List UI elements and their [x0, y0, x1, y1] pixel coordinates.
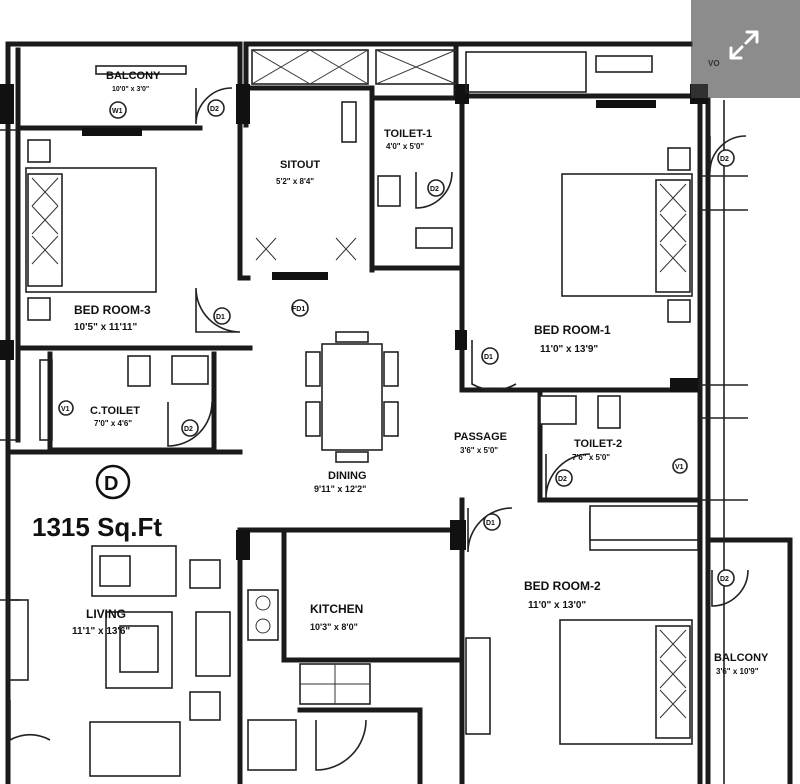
living-size: 11'1" x 13'6" [72, 626, 130, 637]
sitout-size: 5'2" x 8'4" [276, 177, 314, 186]
balcony-top-size: 10'0" x 3'0" [112, 86, 149, 93]
toilet-2-size: 7'6" x 5'0" [572, 453, 610, 462]
kitchen-size: 10'3" x 8'0" [310, 622, 358, 632]
balcony-right-name: BALCONY [714, 652, 769, 664]
bed-room-2-name: BED ROOM-2 [524, 579, 601, 593]
total-area: 1315 Sq.Ft [32, 512, 162, 542]
shafts [95, 49, 699, 551]
svg-text:W1: W1 [112, 108, 123, 115]
kitchen-fixtures [247, 589, 371, 771]
bed-room-1-size: 11'0" x 13'9" [540, 344, 598, 355]
kitchen-name: KITCHEN [310, 602, 363, 616]
dining-name: DINING [328, 470, 367, 482]
bed-room-3-furniture [25, 139, 157, 321]
svg-text:V1: V1 [61, 406, 70, 413]
room-labels: BALCONY 10'0" x 3'0" SITOUT 5'2" x 8'4" … [72, 59, 769, 676]
toilet-1-size: 4'0" x 5'0" [386, 142, 424, 151]
living-furniture [89, 545, 231, 777]
bed-room-1-name: BED ROOM-1 [534, 323, 611, 337]
toilet-2-name: TOILET-2 [574, 438, 622, 450]
bed-room-3-size: 10'5" x 11'11" [74, 322, 137, 333]
svg-text:D1: D1 [216, 314, 225, 321]
doors [9, 87, 749, 771]
svg-text:D2: D2 [184, 426, 193, 433]
svg-text:D1: D1 [484, 354, 493, 361]
svg-text:D2: D2 [430, 186, 439, 193]
columns [0, 84, 708, 560]
svg-text:D2: D2 [210, 106, 219, 113]
exterior-strips [0, 100, 748, 784]
bed-room-1-furniture [561, 55, 693, 323]
passage-size: 3'6" x 5'0" [460, 446, 498, 455]
svg-text:D2: D2 [720, 156, 729, 163]
sitout-name: SITOUT [280, 159, 320, 171]
door-tags: D2 W1 D1 FD1 D2 D1 D2 V1 D2 D1 V1 D2 D2 [58, 99, 735, 587]
unit-code: D [104, 473, 118, 495]
living-name: LIVING [86, 607, 126, 621]
svg-text:D1: D1 [486, 520, 495, 527]
svg-text:D2: D2 [720, 576, 729, 583]
bed-room-2-size: 11'0" x 13'0" [528, 600, 586, 611]
c-toilet-size: 7'0" x 4'6" [94, 419, 132, 428]
balcony-right-size: 3'6" x 10'9" [716, 667, 759, 676]
bed-room-2-furniture [465, 505, 699, 745]
expand-button[interactable] [691, 0, 800, 98]
walls [5, 41, 793, 784]
svg-text:V1: V1 [675, 464, 684, 471]
unit-marker: D [95, 464, 131, 500]
svg-text:FD1: FD1 [292, 306, 305, 313]
c-toilet-name: C.TOILET [90, 405, 140, 417]
svg-text:D2: D2 [558, 476, 567, 483]
dining-size: 9'11" x 12'2" [314, 484, 366, 494]
toilet-1-name: TOILET-1 [384, 128, 432, 140]
passage-name: PASSAGE [454, 431, 507, 443]
balcony-top-name: BALCONY [106, 70, 161, 82]
dining-set [305, 331, 399, 463]
toilet-fixtures [127, 101, 621, 429]
expand-arrows-icon [729, 30, 759, 60]
bed-room-3-name: BED ROOM-3 [74, 303, 151, 317]
